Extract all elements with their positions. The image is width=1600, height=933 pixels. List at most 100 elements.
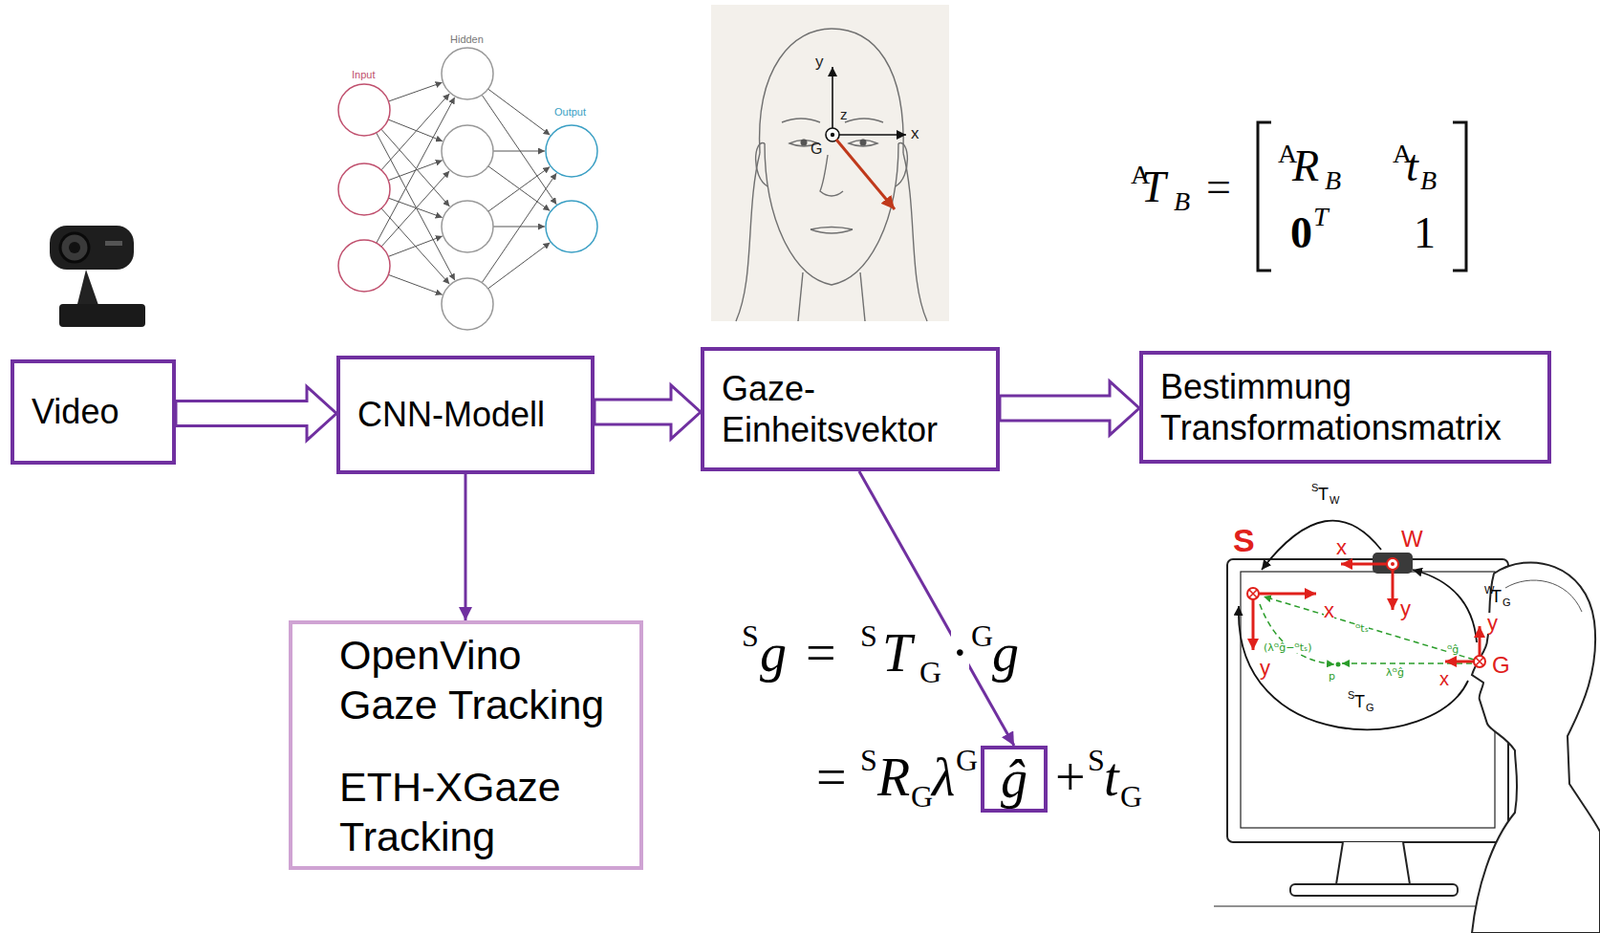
transform-label: G [1365, 702, 1375, 714]
head-axes [839, 133, 907, 136]
coordinate-axis [1253, 563, 1480, 662]
face-sketch [781, 118, 821, 123]
face-sketch [860, 272, 865, 322]
matrix-bracket [1257, 122, 1467, 271]
transform-label: W [1329, 495, 1340, 506]
formula-symbol: S [1087, 744, 1105, 776]
coordinate-axis [1249, 589, 1484, 666]
transform-arc [1238, 520, 1477, 731]
network-link [493, 226, 545, 228]
gaze-point [1336, 662, 1341, 668]
box-text: Gaze- Einheitsvektor [721, 367, 979, 451]
input-neuron [338, 239, 390, 292]
formula-symbol: g [759, 626, 787, 680]
monitor-sketch [1227, 559, 1509, 843]
formula-symbol: B [1173, 188, 1190, 216]
face-sketch [735, 152, 760, 322]
formula-symbol: 1 [1413, 211, 1436, 256]
flow-arrow [999, 381, 1140, 435]
hidden-neuron [441, 47, 494, 100]
hidden-neuron [441, 47, 494, 330]
highlight-box: ĝ [980, 745, 1048, 813]
face-sketch [810, 227, 853, 231]
formula-symbol: R [1292, 144, 1319, 189]
formula-symbol: R [877, 750, 910, 804]
webcam-icon [49, 225, 146, 327]
formula-symbol: λ [931, 750, 955, 804]
network-link [381, 129, 451, 207]
matrix-bracket [1257, 122, 1272, 271]
coordinate-axis [1340, 562, 1387, 566]
axis-label: y [815, 53, 824, 70]
transform-arc [1412, 569, 1477, 643]
face-sketch [844, 118, 884, 123]
network-link [493, 151, 545, 152]
neural-network [338, 47, 598, 330]
person-sketch [1471, 562, 1600, 933]
formula-symbol: S [860, 744, 878, 776]
face-sketch [711, 4, 950, 322]
formula-symbol: G [971, 620, 994, 651]
webcam-icon [49, 225, 134, 270]
coordinate-axis [1252, 599, 1255, 650]
matrix-bracket [1452, 122, 1467, 271]
webcam-icon [105, 240, 123, 246]
output-neuron [545, 125, 598, 177]
gaze-vector [1259, 596, 1474, 665]
face-sketch [798, 272, 803, 322]
hidden-neuron [441, 278, 494, 330]
face-sketch [820, 154, 844, 196]
formula-symbol: g [992, 626, 1019, 680]
formula-symbol: S [860, 620, 878, 651]
axis-label: y [1487, 612, 1498, 634]
coordinate-axis [1445, 660, 1474, 664]
monitor-sketch [1213, 559, 1509, 907]
coordinate-axis [1390, 562, 1395, 566]
hidden-neuron [441, 125, 494, 177]
face-sketch [711, 4, 950, 322]
process-box: Bestimmung Transformationsmatrix [1139, 350, 1552, 464]
model-name: ETH-XGaze Tracking [339, 761, 631, 862]
formula-symbol: = [1206, 165, 1232, 210]
transform-arc [1261, 520, 1382, 570]
flow-arrow [594, 385, 701, 439]
face-sketch [848, 140, 878, 148]
webcam-icon [59, 303, 146, 327]
head-axes [830, 132, 835, 137]
formula-symbol: T [882, 626, 912, 680]
monitor-sketch [1213, 906, 1492, 908]
formula-symbol: S [741, 620, 759, 651]
person-sketch [1505, 580, 1582, 612]
axis-label: x [1323, 600, 1335, 622]
face-sketch [860, 139, 867, 147]
input-neuron [338, 84, 390, 136]
network-link [381, 93, 450, 171]
input-box: Video [10, 359, 176, 465]
monitor-sketch [1290, 884, 1458, 896]
frame-label: S [1232, 523, 1255, 557]
model-name: OpenVino Gaze Tracking [339, 629, 631, 730]
formula-symbol: ĝ [1000, 752, 1028, 806]
output-vector-box: Gaze- Einheitsvektor [700, 346, 1000, 472]
box-text: Video [31, 390, 155, 433]
box-text: CNN-Modell [357, 393, 574, 435]
connector-line [464, 474, 468, 621]
coordinate-axis [1391, 569, 1395, 610]
connector-line [859, 471, 1015, 746]
network-link [388, 197, 442, 217]
person-sketch [1471, 562, 1600, 933]
box-text: Bestimmung Transformationsmatrix [1160, 366, 1531, 449]
frame-label: W [1401, 527, 1424, 551]
axis-label: x [910, 125, 920, 142]
formula-symbol: G [910, 780, 933, 812]
input-neuron [338, 84, 390, 292]
network-link [388, 82, 442, 102]
layer-label: Hidden [450, 34, 484, 45]
formula-symbol: G [919, 656, 942, 688]
flow-arrow [175, 387, 337, 441]
monitor-sketch [1240, 571, 1495, 828]
axis-label: x [1439, 669, 1449, 689]
layer-label: Output [554, 107, 586, 118]
webcam-icon [60, 233, 89, 262]
